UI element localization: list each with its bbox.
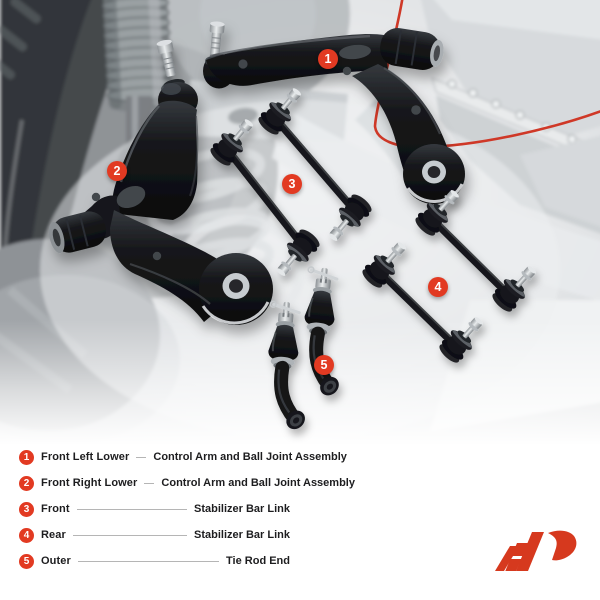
legend-label: Front Right Lower [41,477,138,489]
detail-circle-annotation [373,0,600,149]
legend-part-name: Stabilizer Bar Link [194,529,290,541]
legend-part-name: Tie Rod End [226,555,290,567]
legend-row: 2 Front Right Lower Control Arm and Ball… [19,470,355,496]
part-marker-5: 5 [314,355,334,375]
legend-part-name: Control Arm and Ball Joint Assembly [161,477,355,489]
legend-row: 3 Front Stabilizer Bar Link [19,496,290,522]
legend-label: Front Left Lower [41,451,130,463]
legend-connector-line [72,534,188,536]
legend-label: Front [41,503,70,515]
legend-row: 1 Front Left Lower Control Arm and Ball … [19,444,347,470]
stabilizer-link-rear-1-image [358,235,491,367]
legend-connector-line [144,482,155,484]
legend-label: Rear [41,529,66,541]
legend: 1 Front Left Lower Control Arm and Ball … [19,444,355,574]
legend-marker-5: 5 [19,553,34,569]
part-marker-1: 1 [318,49,338,69]
control-arm-right-image [203,21,465,204]
legend-marker-2: 2 [19,475,34,491]
legend-row: 4 Rear Stabilizer Bar Link [19,522,290,548]
legend-connector-line [76,508,188,510]
part-marker-3: 3 [282,174,302,194]
control-arm-left-image [48,39,273,325]
stabilizer-link-front-2-image [255,81,375,248]
stabilizer-link-front-1-image [207,112,323,283]
legend-label: Outer [41,555,71,567]
stabilizer-link-rear-2-image [411,183,544,316]
part-marker-2: 2 [107,161,127,181]
part-marker-4: 4 [428,277,448,297]
legend-connector-line [77,560,220,562]
legend-part-name: Stabilizer Bar Link [194,503,290,515]
legend-marker-4: 4 [19,527,34,543]
legend-marker-3: 3 [19,501,34,517]
legend-connector-line [136,456,147,458]
legend-row: 5 Outer Tie Rod End [19,548,290,574]
strut-boot-background [101,0,174,111]
legend-marker-1: 1 [19,449,34,465]
a-premium-logo-icon [495,530,577,571]
legend-part-name: Control Arm and Ball Joint Assembly [153,451,347,463]
